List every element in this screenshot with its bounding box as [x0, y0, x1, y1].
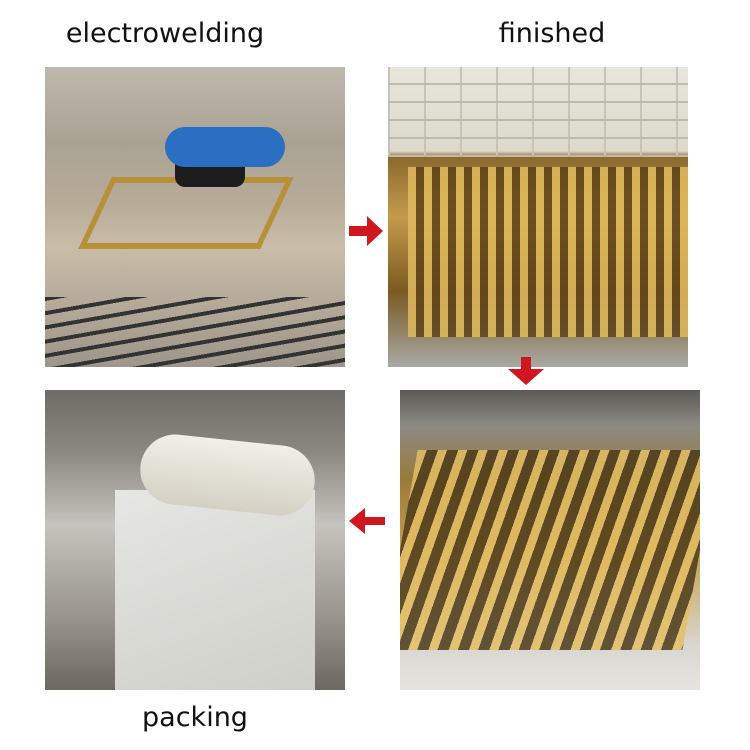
- arrow-left-icon: [349, 508, 385, 534]
- photo-railing-stack: [400, 390, 700, 690]
- arrow-right-icon: [349, 216, 383, 246]
- label-packing: packing: [142, 702, 248, 733]
- photo-packing: [45, 390, 345, 690]
- photo-finished-railing: [388, 67, 688, 367]
- photo-electrowelding: [45, 67, 345, 367]
- label-finished: finished: [498, 18, 606, 49]
- arrow-down-icon: [508, 357, 544, 385]
- label-electrowelding: electrowelding: [65, 18, 265, 49]
